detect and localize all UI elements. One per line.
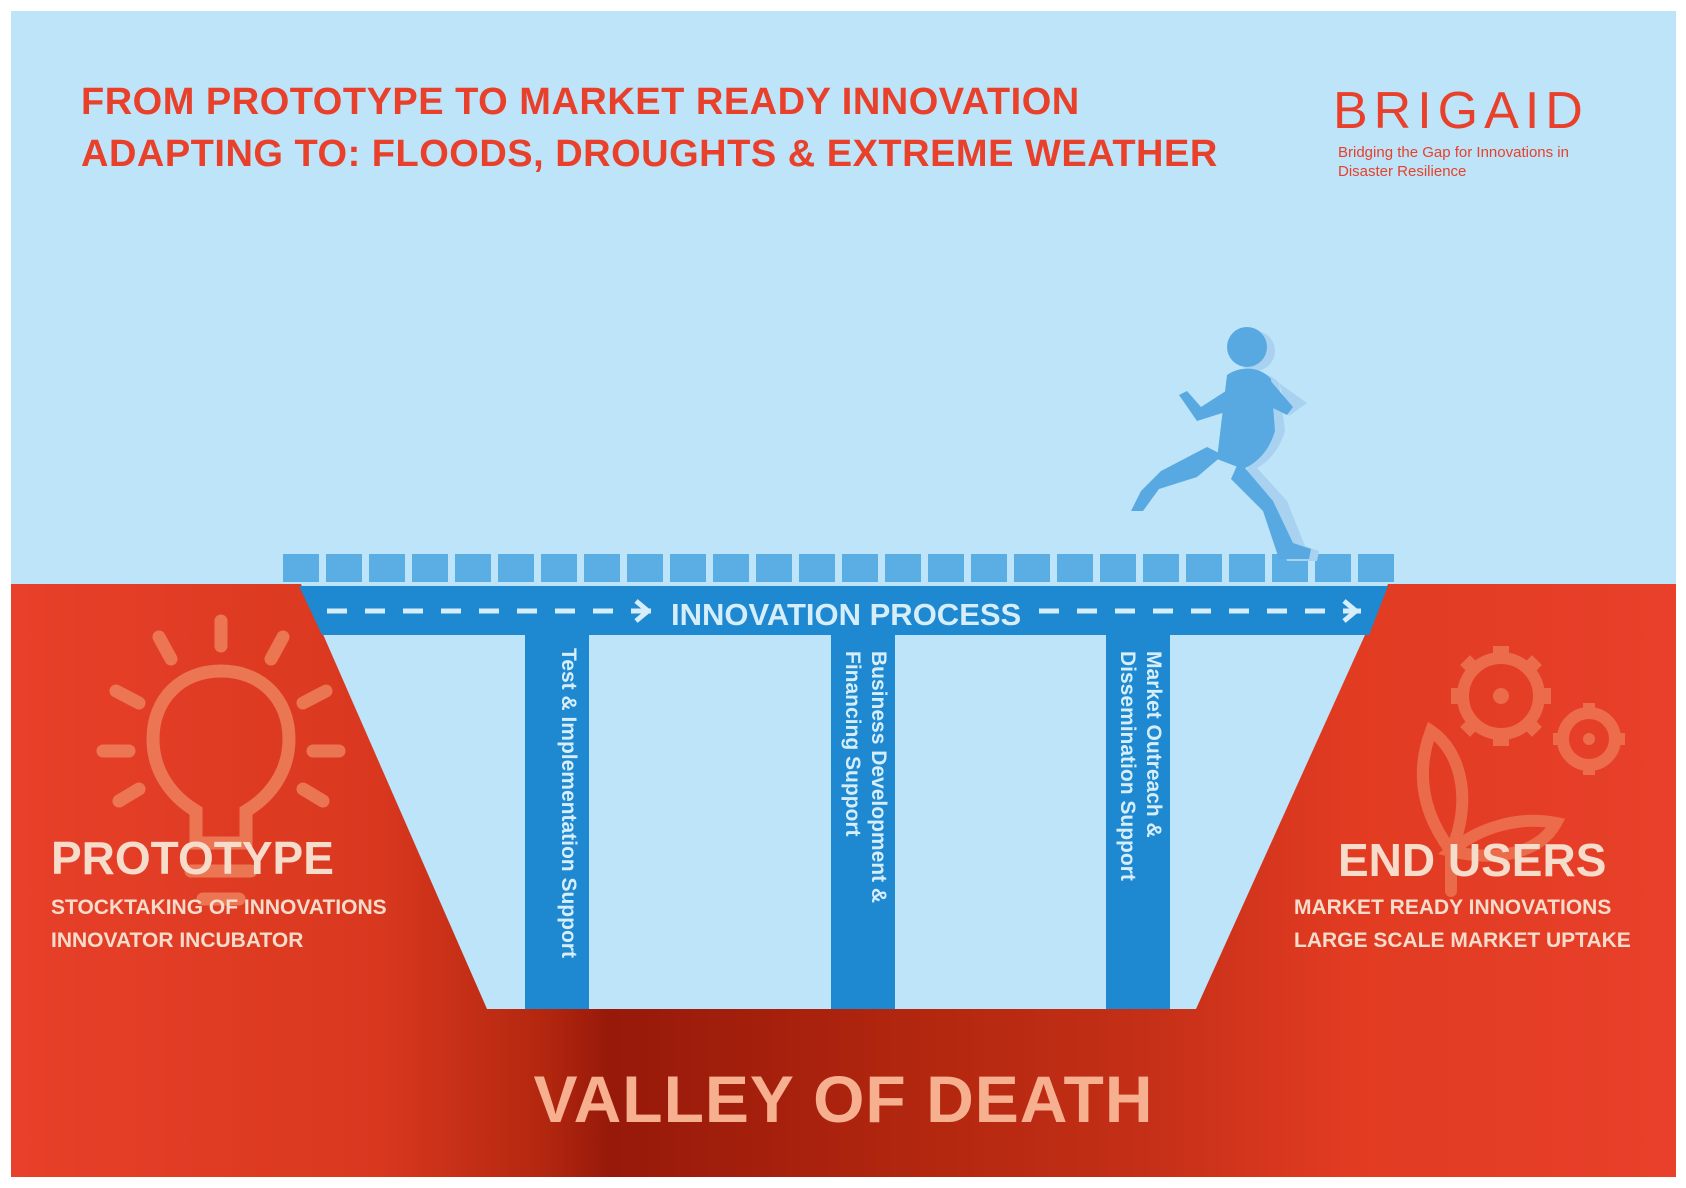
bridge-deck: [299, 586, 1388, 635]
bridge-plank: [928, 554, 964, 582]
innovation-process-label: INNOVATION PROCESS: [671, 597, 1022, 632]
bridge-plank: [799, 554, 835, 582]
gears-leaf-icon: [1416, 646, 1625, 897]
bridge-plank: [885, 554, 921, 582]
end-users-title: END USERS: [1338, 834, 1607, 886]
bridge-plank: [584, 554, 620, 582]
bridge-plank: [326, 554, 362, 582]
pillar-label-business-line1: Business Development &: [867, 651, 890, 904]
bridge-plank: [1358, 554, 1394, 582]
prototype-line1: STOCKTAKING OF INNOVATIONS: [51, 896, 387, 919]
pillar-label-market-line1: Market Outreach &: [1142, 651, 1165, 838]
runner-figure: [1131, 327, 1319, 561]
bridge-plank: [283, 554, 319, 582]
bridge-plank: [670, 554, 706, 582]
pillar-label-business-line2: Financing Support: [841, 651, 864, 837]
pillar-2: [831, 633, 895, 1009]
process-arrow-left: [327, 599, 651, 623]
bridge-plank: [1014, 554, 1050, 582]
bridge-plank: [1143, 554, 1179, 582]
bridge-planks: [283, 554, 1394, 582]
bridge-plank: [1186, 554, 1222, 582]
bridge-plank: [1057, 554, 1093, 582]
infographic-canvas: [11, 11, 1676, 1177]
bridge-plank: [971, 554, 1007, 582]
pillar-label-business: Business Development & Financing Support: [839, 651, 891, 903]
end-users-line1: MARKET READY INNOVATIONS: [1294, 896, 1612, 919]
pillar-label-market: Market Outreach & Dissemination Support: [1114, 651, 1166, 881]
bridge-plank: [842, 554, 878, 582]
lightbulb-icon: [96, 614, 346, 906]
bridge-plank: [498, 554, 534, 582]
bridge-plank: [412, 554, 448, 582]
prototype-line2: INNOVATOR INCUBATOR: [51, 929, 304, 952]
pillar-3: [1106, 633, 1170, 1009]
bridge-plank: [713, 554, 749, 582]
end-users-line2: LARGE SCALE MARKET UPTAKE: [1294, 929, 1631, 952]
page-title: FROM PROTOTYPE TO MARKET READY INNOVATIO…: [81, 81, 1080, 123]
bridge-plank: [541, 554, 577, 582]
bridge-plank: [1100, 554, 1136, 582]
valley-label: VALLEY OF DEATH: [533, 1062, 1154, 1136]
bridge-plank: [1315, 554, 1351, 582]
brand-tagline: Bridging the Gap for Innovations in Disa…: [1338, 144, 1569, 180]
prototype-title: PROTOTYPE: [51, 832, 334, 884]
bridge-plank: [369, 554, 405, 582]
brand-logo: BRIGAID: [1333, 82, 1589, 140]
pillar-label-test: Test & Implementation Support: [557, 648, 580, 958]
pillar-1: [525, 633, 589, 1009]
process-arrow-right: [1039, 599, 1361, 623]
pillar-label-market-line2: Dissemination Support: [1116, 651, 1139, 881]
bridge-plank: [627, 554, 663, 582]
bridge-plank: [756, 554, 792, 582]
bridge-plank: [455, 554, 491, 582]
bridge-plank: [1229, 554, 1265, 582]
infographic: FROM PROTOTYPE TO MARKET READY INNOVATIO…: [11, 11, 1676, 1177]
page-subtitle: ADAPTING TO: FLOODS, DROUGHTS & EXTREME …: [81, 133, 1218, 175]
